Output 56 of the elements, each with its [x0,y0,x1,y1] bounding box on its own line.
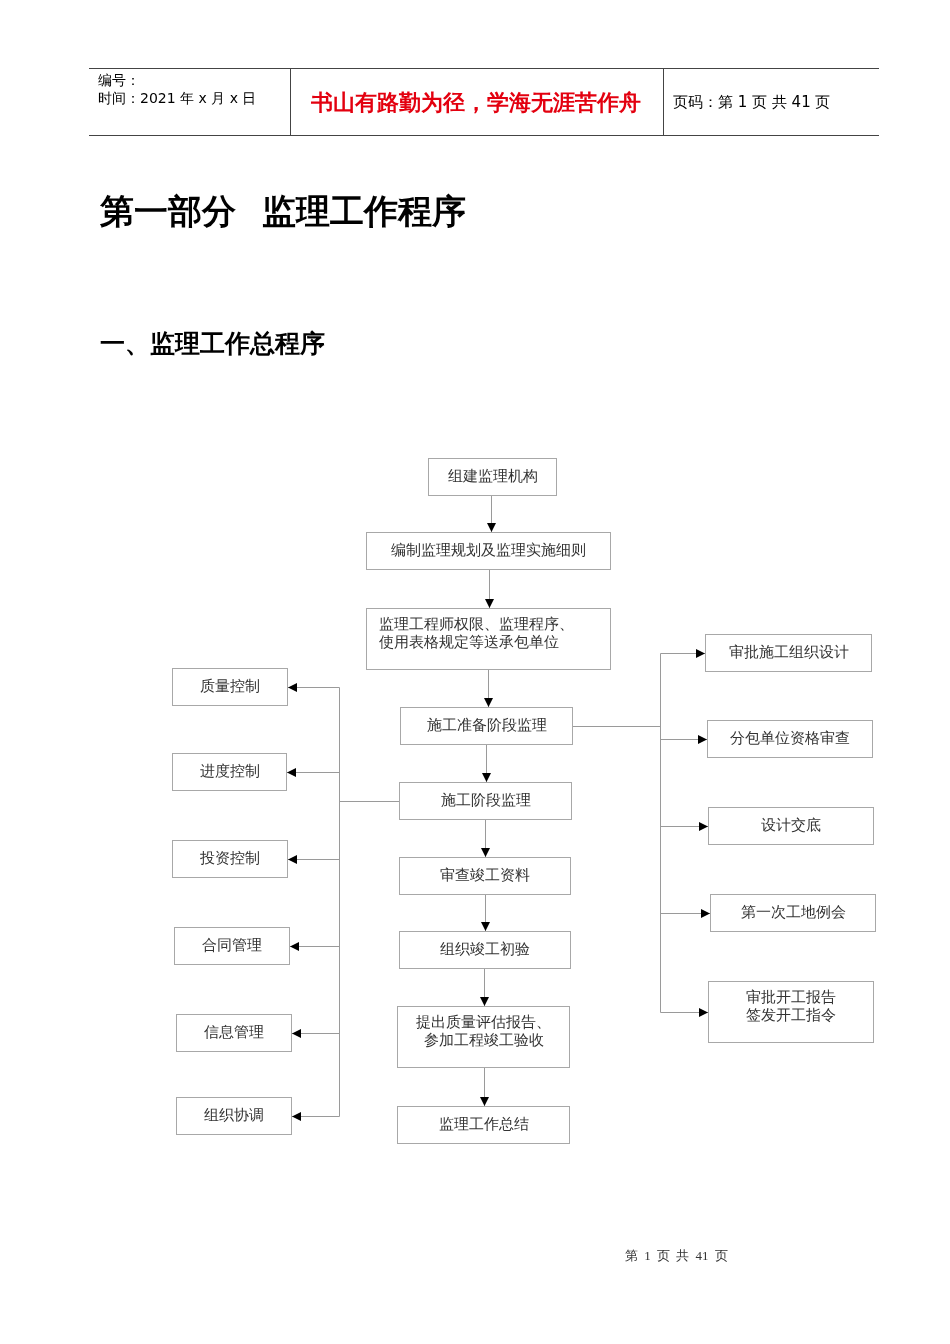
arrow [485,569,494,609]
step-text: 设计交底 [761,815,821,834]
step-text: 分包单位资格审查 [730,728,850,747]
process-box [366,608,611,670]
process-box [366,532,611,570]
step-text: 进度控制 [199,761,260,780]
process-box [172,668,288,706]
step-text: 施工准备阶段监理 [426,715,547,734]
arrow [481,819,490,858]
arrow [487,495,496,533]
process-box [176,1097,292,1135]
process-box [428,458,557,496]
process-box [397,1106,570,1144]
arrow [482,744,491,783]
step-text: 质量控制 [200,676,260,695]
motto-text: 书山有路勤为径，学海无涯苦作舟 [311,90,641,116]
process-box [174,927,290,965]
process-box [176,1014,292,1052]
process-box [399,857,571,895]
step-text: 组织协调 [204,1105,264,1124]
step-text: 组建监理机构 [447,466,538,485]
arrow [484,669,493,708]
step-text: 监理工程师权限、监理程序、使用表格规定等送承包单位 [379,615,575,651]
arrow [480,968,489,1007]
arrow [480,1067,489,1107]
process-box [707,720,873,758]
step-text: 投资控制 [200,848,260,867]
step-text: 审批施工组织设计 [728,642,849,661]
process-box [399,931,571,969]
header-field: 编号： [98,71,140,89]
step-text: 提出质量评估报告、参加工程竣工验收 [415,1013,552,1049]
process-box [400,707,573,745]
step-text: 签发开工指令 [746,1006,836,1024]
step-text: 第一次工地例会 [740,902,846,921]
process-box [399,782,572,820]
step-text: 审查竣工资料 [440,865,530,884]
step-text: 编制监理规划及监理实施细则 [391,540,586,559]
page-number: 第 1 页 共 41 页 [625,1247,728,1264]
process-box [710,894,876,932]
process-box [172,753,287,791]
process-box [708,981,874,1043]
step-text: 组织竣工初验 [440,939,530,958]
step-text: 审批开工报告 [746,988,836,1006]
page-number: 页码：第 1 页 共 41 页 [673,93,831,112]
process-box [705,634,872,672]
arrow [481,894,490,932]
section-heading: 一、监理工作总程序 [100,329,325,358]
process-box [708,807,874,845]
process-box [397,1006,570,1068]
page-title: 第一部分 监理工作程序 [100,191,466,231]
process-box [172,840,288,878]
header-field: 时间：2021 年 x 月 x 日 [98,89,257,107]
step-text: 信息管理 [204,1022,264,1041]
step-text: 施工阶段监理 [440,790,531,809]
step-text: 合同管理 [202,935,262,954]
step-text: 监理工作总结 [438,1114,529,1133]
